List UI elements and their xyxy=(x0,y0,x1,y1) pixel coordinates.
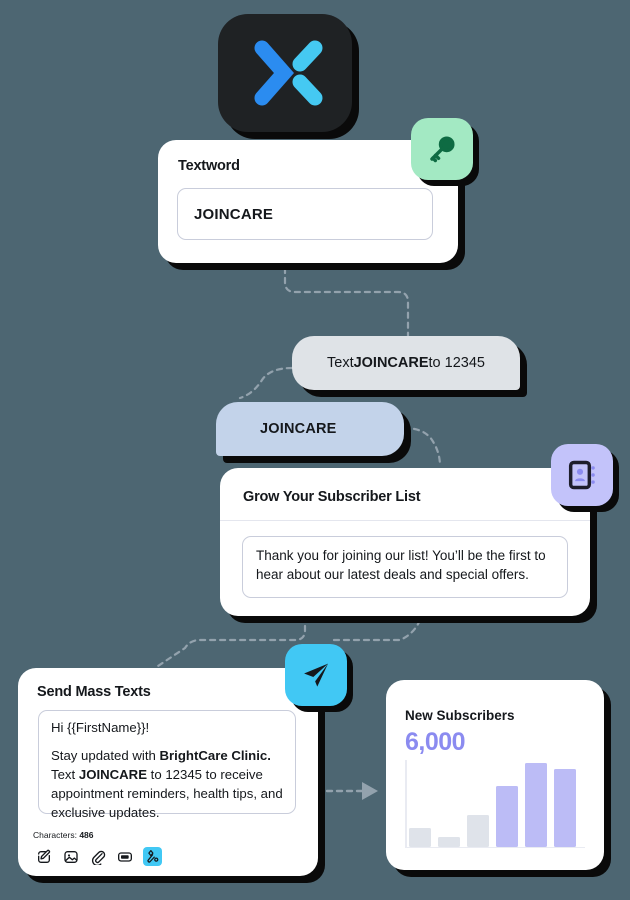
mass-text-line3-suffix: to 12345 to receive appointment reminder… xyxy=(51,766,283,820)
bubble-text-suffix: to 12345 xyxy=(428,355,485,371)
mass-text-line1: Hi {{FirstName}}! xyxy=(51,720,150,735)
subscribers-count: 6,000 xyxy=(405,728,466,756)
chart-bars xyxy=(409,761,585,847)
grow-subscriber-list-card: Grow Your Subscriber List Thank you for … xyxy=(220,468,590,616)
incoming-message-bubble: Text JOINCARE to 12345 xyxy=(292,336,520,390)
send-badge[interactable] xyxy=(285,644,347,706)
chart-bar xyxy=(554,769,576,847)
mass-text-keyword: JOINCARE xyxy=(78,766,148,782)
chart-bar xyxy=(409,827,431,847)
attachment-icon[interactable] xyxy=(89,848,106,865)
send-card-title: Send Mass Texts xyxy=(37,684,151,700)
image-icon[interactable] xyxy=(62,848,79,865)
mass-text-line3-prefix: Text xyxy=(51,766,79,782)
outgoing-message-bubble: JOINCARE xyxy=(216,402,404,456)
key-badge[interactable] xyxy=(411,118,473,180)
mass-text-blank-line xyxy=(51,738,285,747)
gif-icon[interactable] xyxy=(116,848,133,865)
chart-bar xyxy=(467,814,489,847)
mass-text-brand: BrightCare Clinic. xyxy=(159,747,271,763)
character-counter: Characters: 486 xyxy=(33,830,94,840)
chart-bar xyxy=(525,763,547,847)
connector-grow-to-send-b xyxy=(328,618,422,642)
subscribers-card-title: New Subscribers xyxy=(405,708,515,723)
connector-bubble-to-grow xyxy=(402,426,442,468)
character-counter-label: Characters: xyxy=(33,830,77,840)
key-icon xyxy=(430,136,455,163)
compose-icon[interactable] xyxy=(35,848,52,865)
grow-card-divider xyxy=(220,520,590,521)
grow-message-input[interactable]: Thank you for joining our list! You’ll b… xyxy=(242,536,568,598)
chart-x-axis xyxy=(405,846,585,848)
connector-bubble-to-bubble xyxy=(238,366,294,400)
textword-card-title: Textword xyxy=(178,158,240,174)
composer-toolbar xyxy=(35,847,162,866)
bubble-text-prefix: Text xyxy=(327,355,354,371)
app-logo-mark xyxy=(254,40,323,106)
textword-value: JOINCARE xyxy=(194,205,274,223)
magic-wand-icon[interactable] xyxy=(143,847,162,866)
chart-bar xyxy=(496,785,518,847)
mass-text-line2-prefix: Stay updated with xyxy=(51,747,160,763)
contact-badge[interactable] xyxy=(551,444,613,506)
character-counter-value: 486 xyxy=(79,830,94,840)
outgoing-bubble-text: JOINCARE xyxy=(260,421,337,437)
new-subscribers-card: New Subscribers 6,000 xyxy=(386,680,604,870)
chart-y-axis xyxy=(405,760,407,848)
mass-text-input[interactable]: Hi {{FirstName}}! Stay updated with Brig… xyxy=(38,710,296,820)
app-logo-tile xyxy=(218,14,352,132)
connector-textword-to-bubble xyxy=(283,256,410,338)
paper-plane-icon xyxy=(304,663,329,687)
textword-card: Textword JOINCARE xyxy=(158,140,458,263)
grow-message-text: Thank you for joining our list! You’ll b… xyxy=(256,548,546,583)
chart-bar xyxy=(438,837,460,847)
contact-book-icon xyxy=(568,460,595,490)
bubble-keyword: JOINCARE xyxy=(353,355,429,371)
connector-grow-to-send xyxy=(156,614,307,668)
grow-card-title: Grow Your Subscriber List xyxy=(243,489,421,505)
mass-text-body: Hi {{FirstName}}! Stay updated with Brig… xyxy=(39,711,295,822)
send-mass-texts-card: Send Mass Texts Hi {{FirstName}}! Stay u… xyxy=(18,668,318,876)
subscribers-bar-chart xyxy=(405,760,585,848)
flow-arrow-head xyxy=(362,782,378,800)
textword-input[interactable]: JOINCARE xyxy=(177,188,433,240)
